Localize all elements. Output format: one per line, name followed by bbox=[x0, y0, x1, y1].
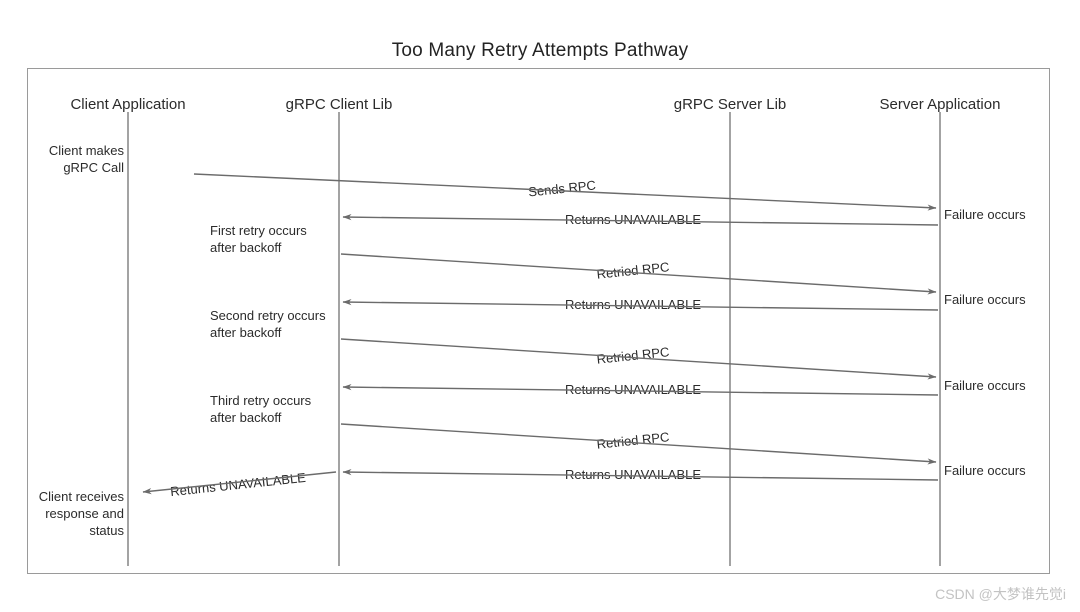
msg-returns-unavailable-1-label: Returns UNAVAILABLE bbox=[564, 212, 702, 227]
note-third-retry: Third retry occurs after backoff bbox=[210, 393, 312, 425]
actor-label-client-application: Client Application bbox=[70, 96, 186, 113]
note-client-receives: Client receives response and status bbox=[38, 489, 124, 538]
note-first-retry: First retry occurs after backoff bbox=[210, 223, 307, 255]
note-client-makes-call: Client makes gRPC Call bbox=[48, 143, 124, 175]
failure-occurs-2: Failure occurs bbox=[944, 292, 1026, 307]
actor-label-server-application: Server Application bbox=[879, 96, 1001, 113]
page-title: Too Many Retry Attempts Pathway bbox=[391, 40, 689, 61]
msg-returns-unavailable-2-label: Returns UNAVAILABLE bbox=[564, 297, 702, 312]
failure-occurs-4: Failure occurs bbox=[944, 463, 1026, 478]
watermark: CSDN @大梦谁先觉i bbox=[935, 586, 1066, 602]
failure-occurs-3: Failure occurs bbox=[944, 378, 1026, 393]
actor-label-grpc-client-lib: gRPC Client Lib bbox=[285, 96, 393, 113]
msg-returns-unavailable-3-label: Returns UNAVAILABLE bbox=[564, 382, 702, 397]
msg-returns-unavailable-4-label: Returns UNAVAILABLE bbox=[564, 467, 702, 482]
actor-label-grpc-server-lib: gRPC Server Lib bbox=[673, 96, 787, 113]
note-second-retry: Second retry occurs after backoff bbox=[210, 308, 326, 340]
diagram-frame bbox=[27, 68, 1050, 574]
failure-occurs-1: Failure occurs bbox=[944, 207, 1026, 222]
